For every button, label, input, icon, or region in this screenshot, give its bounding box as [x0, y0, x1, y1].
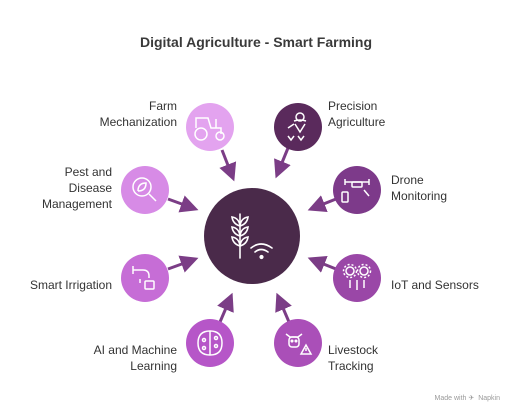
watermark-brand: Napkin [478, 395, 500, 402]
node-ai-ml [186, 319, 234, 367]
node-drone-monitoring [333, 166, 381, 214]
node-pest-disease [121, 166, 169, 214]
arrow-drone-monitoring [307, 195, 337, 213]
brain-circuit-icon [197, 330, 223, 356]
arrow-precision-agriculture [274, 147, 291, 179]
arrow-smart-irrigation [167, 255, 199, 273]
faucet-icon [132, 266, 155, 290]
label-livestock-tracking: Livestock Tracking [328, 343, 379, 373]
node-smart-irrigation [121, 254, 169, 302]
magnifier-leaf-icon [132, 177, 157, 202]
label-pest-disease: Pest and Disease Management [41, 165, 112, 211]
label-ai-ml: AI and Machine Learning [93, 343, 177, 373]
node-farm-mechanization [186, 103, 234, 151]
label-smart-irrigation: Smart Irrigation [29, 278, 112, 292]
tractor-icon [194, 117, 225, 141]
node-livestock-tracking [274, 319, 322, 367]
label-drone-monitoring: Drone Monitoring [391, 173, 448, 203]
watermark-prefix: Made with [434, 395, 467, 402]
arrow-ai-ml [217, 292, 234, 323]
arrow-farm-mechanization [219, 149, 237, 182]
arrow-livestock-tracking [275, 292, 292, 323]
cow-warning-icon [285, 333, 313, 355]
arrow-pest-disease [167, 195, 199, 213]
arrow-iot-sensors [307, 255, 337, 273]
label-farm-mechanization: Farm Mechanization [99, 99, 177, 129]
napkin-logo-icon: ✈ [468, 395, 475, 402]
gears-circuit-icon [342, 263, 372, 290]
watermark[interactable]: Made with ✈ Napkin [435, 394, 500, 402]
connector-arrows [167, 147, 337, 323]
center-hub [204, 188, 300, 284]
label-precision-agriculture: Precision Agriculture [328, 99, 386, 129]
label-iot-sensors: IoT and Sensors [391, 278, 479, 292]
drone-icon [341, 179, 370, 203]
node-iot-sensors [333, 254, 381, 302]
diagram-title: Digital Agriculture - Smart Farming [139, 34, 373, 50]
farmer-icon [287, 112, 307, 142]
node-precision-agriculture [274, 103, 322, 151]
wheat-wifi-icon [231, 213, 273, 260]
